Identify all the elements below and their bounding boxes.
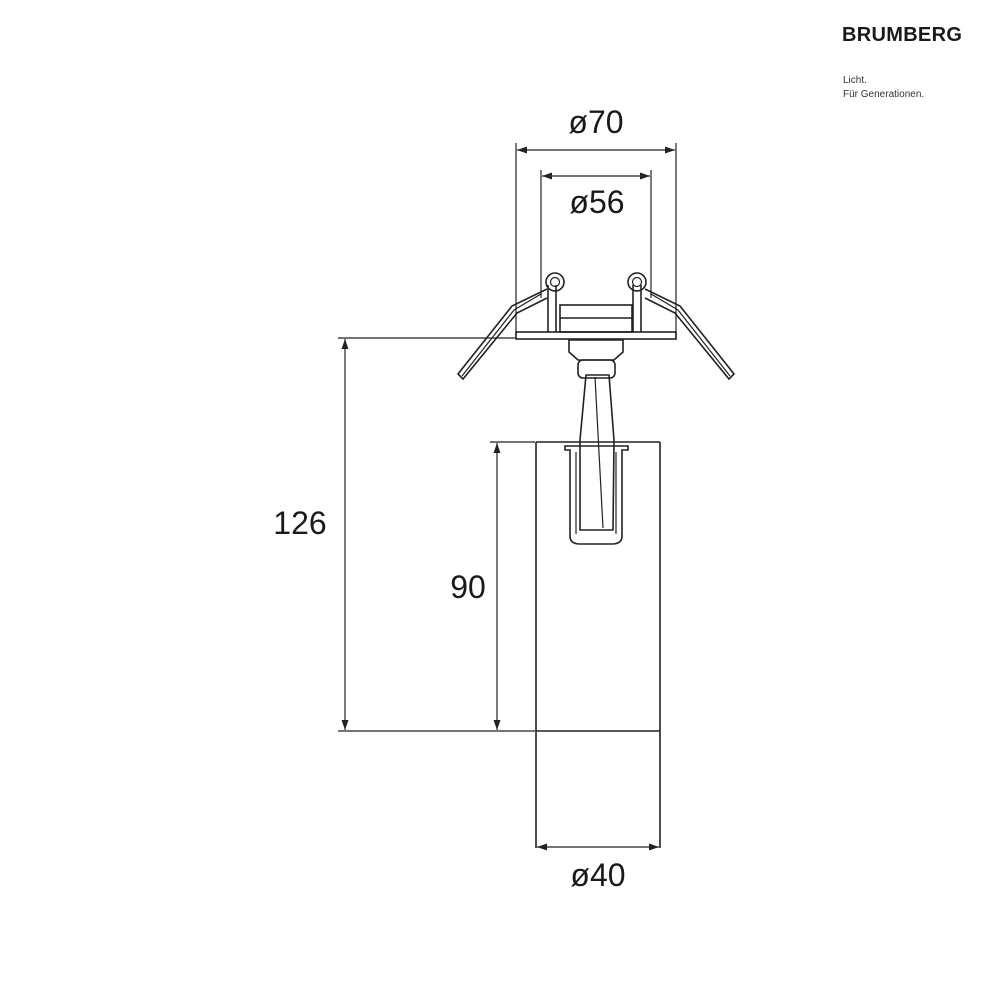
cylinder-body xyxy=(535,441,661,848)
swivel-joint xyxy=(568,339,624,379)
brand-logo: BRUMBERG xyxy=(842,24,963,46)
dimension-body-height: 90 xyxy=(450,441,535,730)
label-body-height: 90 xyxy=(450,569,486,605)
tagline-line-2: Für Generationen. xyxy=(843,89,925,100)
label-body-diameter: ø40 xyxy=(570,857,625,893)
mounting-ring xyxy=(515,304,677,340)
dimension-outer-diameter: ø70 xyxy=(515,104,677,338)
brand-tagline: Licht. Für Generationen. xyxy=(843,74,924,102)
label-total-height: 126 xyxy=(273,505,326,541)
dimension-body-diameter: ø40 xyxy=(537,843,659,893)
label-inner-diameter: ø56 xyxy=(569,184,624,220)
tagline-line-1: Licht. xyxy=(843,75,867,86)
connecting-arm xyxy=(579,374,615,531)
dimension-inner-diameter: ø56 xyxy=(540,170,652,298)
spring-clip-left xyxy=(456,272,565,381)
label-outer-diameter: ø70 xyxy=(568,104,623,140)
dimension-total-height: 126 xyxy=(273,337,535,732)
spring-clip-right xyxy=(627,272,736,381)
